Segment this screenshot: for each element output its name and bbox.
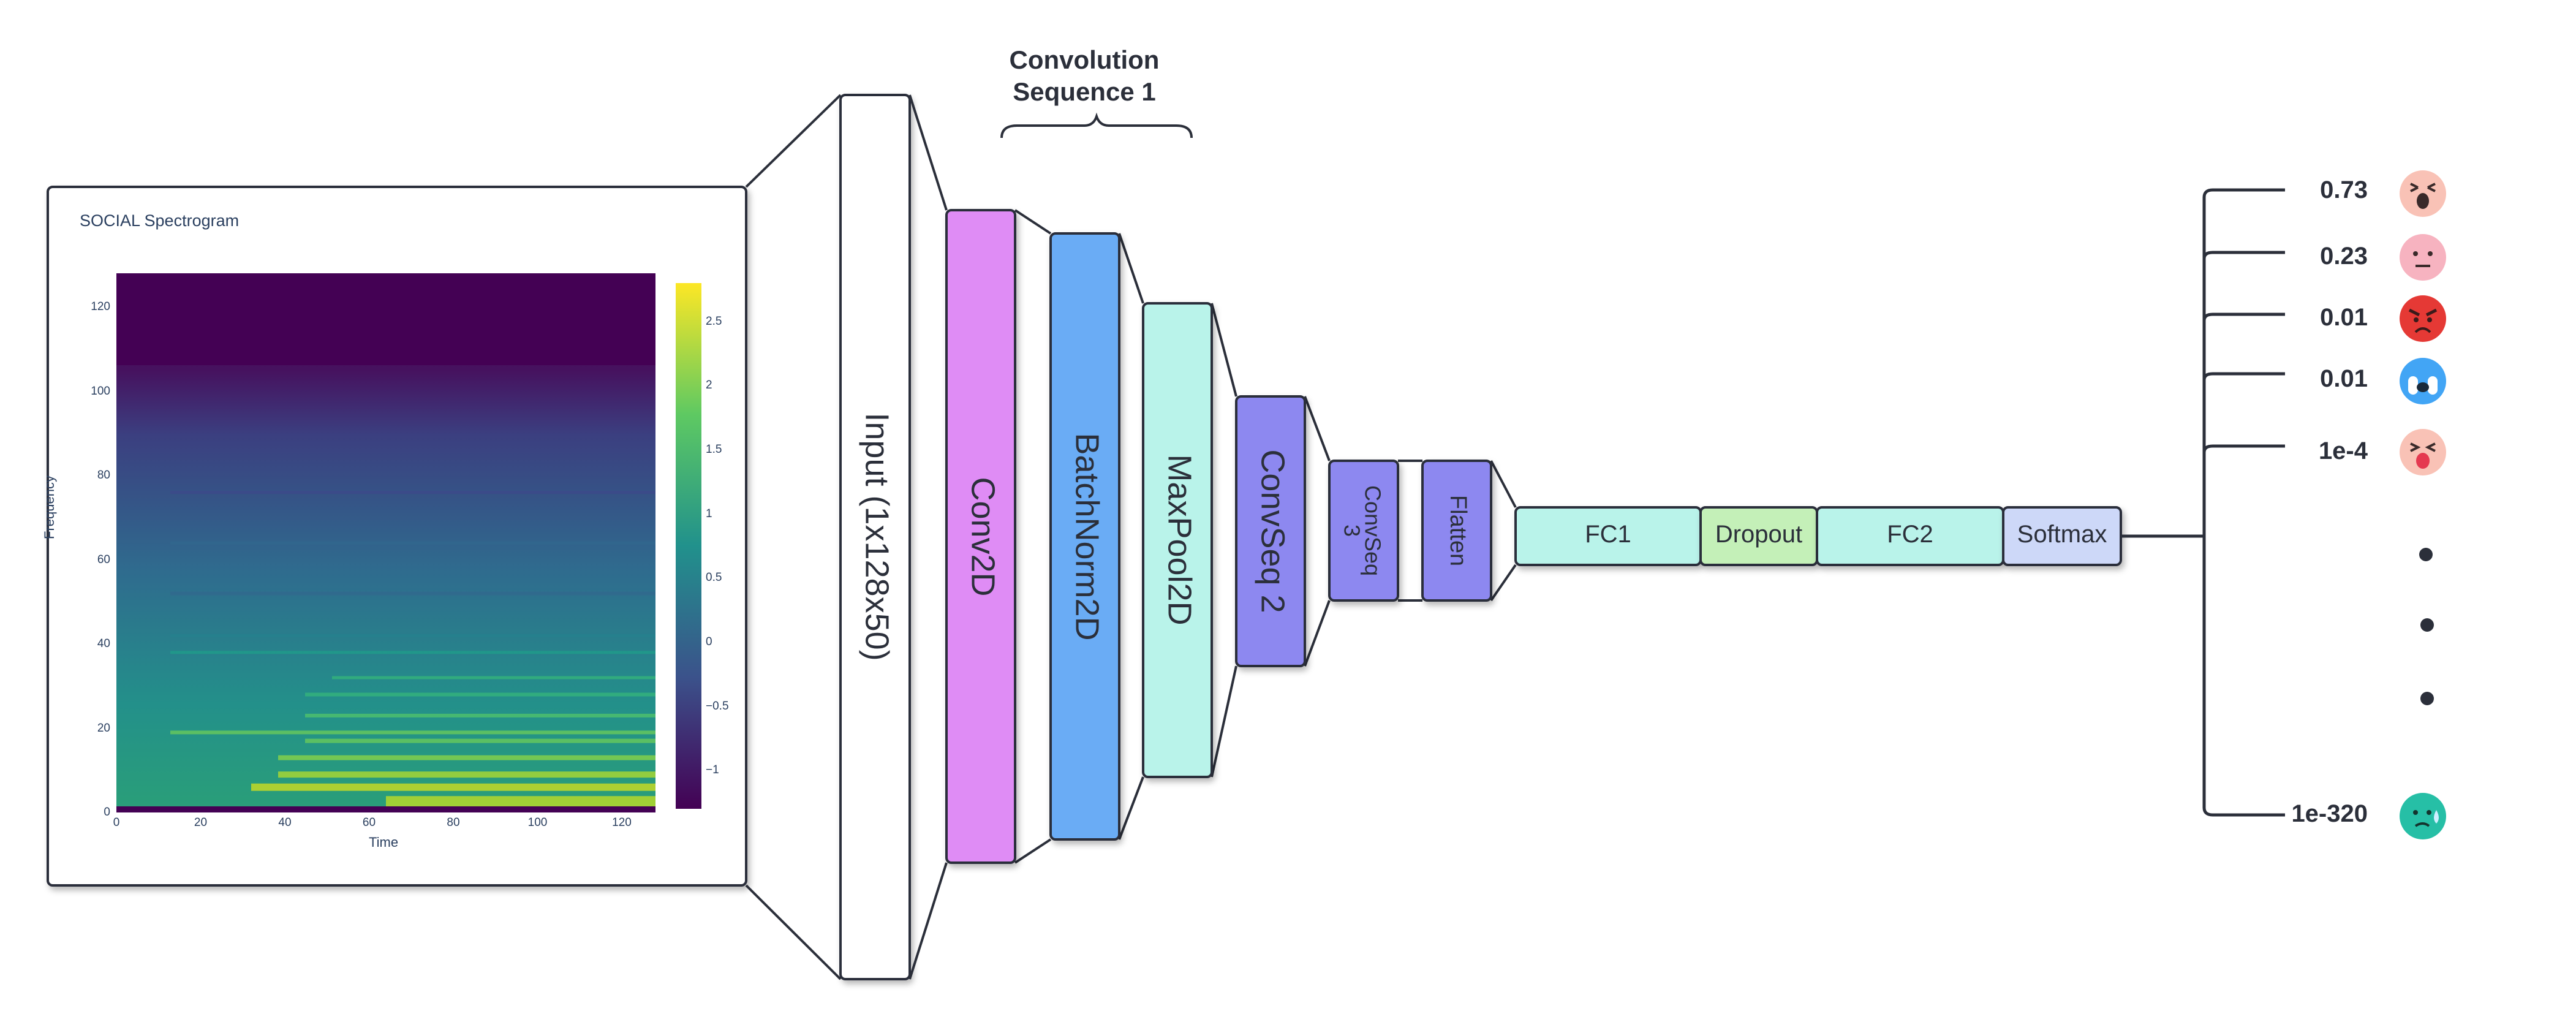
y-tick-label: 20 xyxy=(97,721,110,735)
output-prob: 0.73 xyxy=(2320,176,2368,203)
y-axis-label: Frequency xyxy=(42,475,57,539)
y-tick-label: 60 xyxy=(97,553,110,566)
harmonic-band xyxy=(170,591,655,596)
y-tick-label: 120 xyxy=(91,300,110,313)
spectrogram-heatmap xyxy=(116,273,655,812)
sweating-face-icon xyxy=(2400,793,2446,839)
colorbar xyxy=(676,283,701,809)
fc2-label: FC2 xyxy=(1887,521,1933,548)
conv-sequence-title: Convolution Sequence 1 xyxy=(956,44,1213,108)
x-tick-label: 80 xyxy=(447,816,460,829)
output-prob: 0.23 xyxy=(2320,243,2368,270)
harmonic-band xyxy=(170,541,655,545)
crying-face-icon xyxy=(2400,358,2446,404)
output-tree xyxy=(2121,188,2285,817)
softmax-label: Softmax xyxy=(2017,521,2107,548)
convseq3-label-line: ConvSeq xyxy=(1360,485,1385,576)
colorbar-tick-label: −1 xyxy=(706,763,719,777)
flatten-layer xyxy=(1421,460,1492,602)
conv2d-layer xyxy=(945,209,1016,864)
dropout-label: Dropout xyxy=(1715,521,1803,548)
conv-sequence-brace xyxy=(1000,112,1193,138)
y-tick-label: 80 xyxy=(97,469,110,482)
fc1-label: FC1 xyxy=(1585,521,1631,548)
conv-sequence-title-line2: Sequence 1 xyxy=(1013,77,1156,106)
baseline-band xyxy=(116,806,655,812)
maxpool-layer-label: MaxPool2D xyxy=(1161,454,1198,625)
flatten-layer-label: Flatten xyxy=(1445,495,1471,566)
batchnorm-layer xyxy=(1049,232,1120,841)
ellipsis-dot xyxy=(2420,692,2434,705)
convseq2-layer xyxy=(1235,395,1306,667)
harmonic-band xyxy=(170,634,655,637)
spectrogram-title: SOCIAL Spectrogram xyxy=(80,211,240,230)
y-tick-label: 0 xyxy=(104,806,110,819)
angry-face-icon xyxy=(2400,295,2446,342)
input-layer xyxy=(839,94,911,980)
harmonic-band xyxy=(278,771,655,778)
shouting-face-icon xyxy=(2400,170,2446,217)
convseq3-layer xyxy=(1328,460,1399,602)
output-prob: 1e-4 xyxy=(2318,437,2368,464)
x-tick-label: 0 xyxy=(113,816,120,829)
output-prob: 0.01 xyxy=(2320,304,2368,331)
colorbar-tick-label: 0 xyxy=(706,635,712,648)
harmonic-band xyxy=(305,738,655,743)
input-layer-label: Input (1x128x50) xyxy=(859,412,896,661)
output-prob: 1e-320 xyxy=(2291,800,2368,827)
output-prob: 0.01 xyxy=(2320,365,2368,392)
x-tick-label: 100 xyxy=(527,816,548,829)
convseq2-layer-label: ConvSeq 2 xyxy=(1255,449,1291,613)
batchnorm-layer-label: BatchNorm2D xyxy=(1069,433,1106,640)
tongue-out-face-icon xyxy=(2400,429,2446,475)
colorbar-tick-label: 2.5 xyxy=(706,314,722,328)
harmonic-band xyxy=(170,730,655,735)
x-axis-label: Time xyxy=(369,835,399,850)
conv2d-layer-label: Conv2D xyxy=(965,477,1002,596)
x-tick-label: 40 xyxy=(278,816,292,829)
neutral-face-icon xyxy=(2400,234,2446,281)
ellipsis-dot xyxy=(2419,548,2433,561)
harmonic-band xyxy=(170,491,655,494)
conv-sequence-title-line1: Convolution xyxy=(1009,45,1160,74)
y-tick-label: 100 xyxy=(91,384,110,398)
harmonic-band xyxy=(278,755,655,760)
colorbar-tick-label: 0.5 xyxy=(706,571,722,585)
convseq3-label-line: 3 xyxy=(1339,524,1364,537)
harmonic-band xyxy=(305,713,655,718)
maxpool-layer xyxy=(1142,302,1213,778)
x-tick-label: 20 xyxy=(194,816,208,829)
colorbar-tick-label: −0.5 xyxy=(706,699,729,713)
colorbar-tick-label: 1 xyxy=(706,507,712,520)
colorbar-tick-label: 1.5 xyxy=(706,443,722,456)
y-tick-label: 40 xyxy=(97,637,110,650)
colorbar-tick-label: 2 xyxy=(706,379,712,392)
x-tick-label: 120 xyxy=(612,816,632,829)
x-tick-label: 60 xyxy=(362,816,376,829)
harmonic-band xyxy=(332,676,655,680)
harmonic-band xyxy=(305,692,655,697)
harmonic-band xyxy=(251,783,655,791)
ellipsis-dot xyxy=(2420,618,2434,632)
harmonic-band xyxy=(170,651,655,654)
